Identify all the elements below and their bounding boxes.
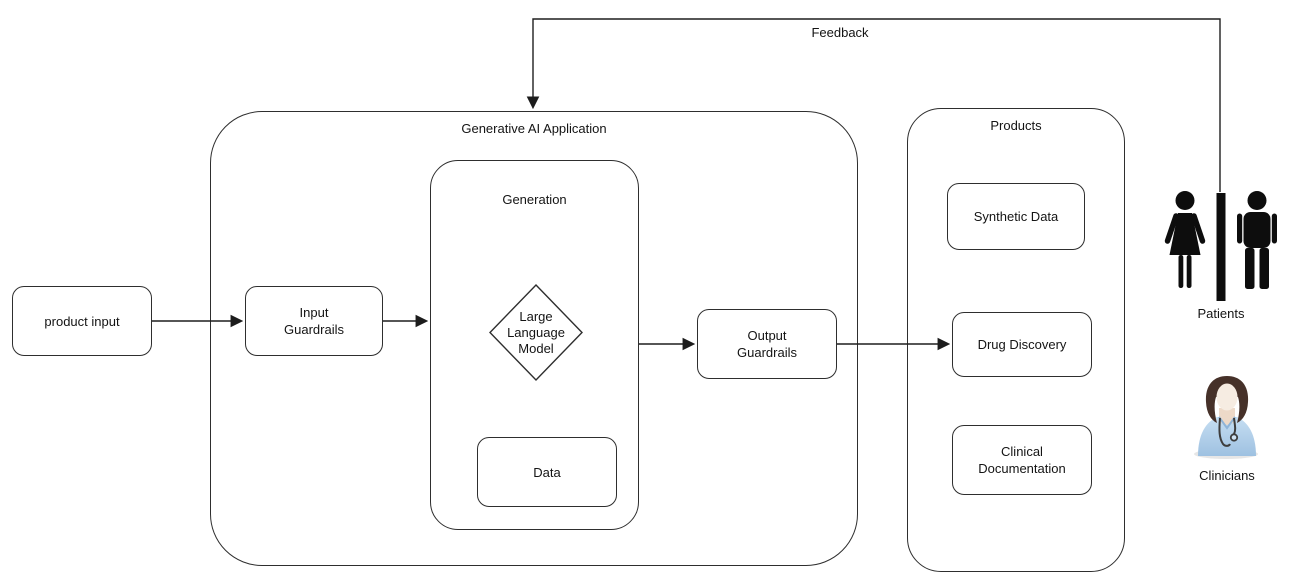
data-label: Data	[533, 464, 561, 480]
node-drug-discovery: Drug Discovery	[952, 312, 1092, 377]
clinical-documentation-label: Clinical Documentation	[978, 444, 1066, 476]
clinicians-label: Clinicians	[1199, 468, 1255, 483]
node-clinical-documentation: Clinical Documentation	[952, 425, 1092, 495]
node-output-guardrails: Output Guardrails	[697, 309, 837, 379]
patients-divider-bar	[1216, 193, 1226, 301]
patients-label: Patients	[1197, 306, 1245, 321]
output-guardrails-label: Output Guardrails	[737, 328, 797, 360]
drug-discovery-label: Drug Discovery	[977, 337, 1067, 352]
man-icon	[1237, 191, 1277, 289]
synthetic-data-label: Synthetic Data	[973, 209, 1059, 224]
node-data: Data	[477, 437, 617, 507]
woman-icon	[1164, 191, 1206, 288]
input-guardrails-label: Input Guardrails	[284, 305, 344, 337]
product-input-label: product input	[44, 313, 120, 329]
generation-label: Generation	[502, 192, 567, 207]
products-label: Products	[990, 118, 1042, 133]
clinician-icon	[1194, 376, 1258, 459]
node-synthetic-data: Synthetic Data	[947, 183, 1085, 250]
node-product-input: product input	[12, 286, 152, 356]
feedback-label: Feedback	[811, 25, 869, 40]
node-input-guardrails: Input Guardrails	[245, 286, 383, 356]
large-language-model-label: Large Language Model	[507, 309, 565, 356]
patients-icon	[1164, 191, 1277, 301]
generative-ai-application-label: Generative AI Application	[461, 121, 607, 136]
